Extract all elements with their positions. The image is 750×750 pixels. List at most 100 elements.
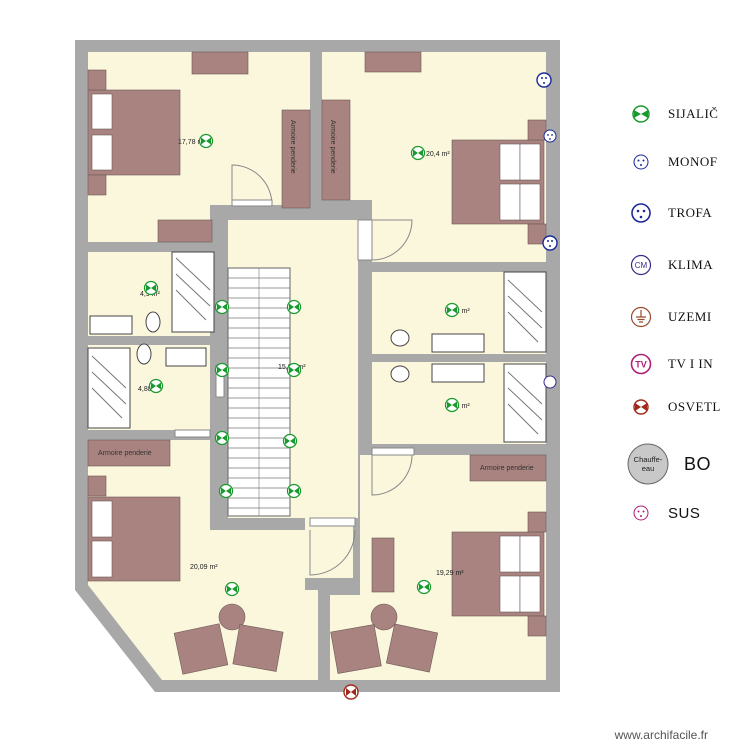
chair-sw-1 [173,623,229,675]
interior-walls [88,40,546,692]
toilet-w-lower [136,343,152,365]
area-bedroom-nw: 17,78 m² [178,139,206,146]
label-wardrobe-v1: Armoire penderie [289,120,296,174]
dresser-nw [191,51,249,75]
bulb-icon [286,299,302,315]
staircase [227,267,291,517]
watermark: www.archifacile.fr [614,728,708,742]
air-conditioning-icon [543,375,557,389]
table-se [370,603,398,631]
wardrobe-v1 [281,109,311,209]
socket-markers [343,72,558,700]
bulb-icon [214,362,230,378]
area-bedroom-ne: 20,4 m² [426,151,450,158]
wardrobe-v2 [321,99,351,201]
tv-icon-text: TV [635,360,647,370]
single-phase-socket-icon [633,154,649,170]
nightstand-sw [87,475,107,497]
bulb-icon [148,378,164,394]
bathroom-fixtures [87,251,547,443]
bulb-icon [214,299,230,315]
nightstand-ne-1 [527,119,547,141]
chair-se-1 [330,624,382,674]
legend-label: UZEMI [668,309,712,324]
svg-text:eau: eau [642,464,655,473]
legend-row-dryer: SUS [630,500,700,526]
wardrobe-sw [87,439,171,467]
bulb-icon [218,483,234,499]
desk-se [371,537,395,593]
floor-hall-bottom [305,518,353,578]
legend-row-monophase: MONOF [630,149,717,175]
shower-e-lower [503,363,547,443]
legend-label: SUS [668,504,701,522]
three-phase-socket-icon [631,203,651,223]
bulb-icon [444,397,460,413]
legend-row-ground: UZEMI [630,304,711,330]
svg-text:Chauffe-: Chauffe- [634,455,663,464]
light-fixture-icon [343,684,359,700]
sink-w-lower [165,347,207,367]
bulb-icon [444,302,460,318]
label-wardrobe-sw: Armoire penderie [98,450,152,457]
legend-label: TV I IN [668,356,714,371]
doors [174,164,415,576]
legend-row-threephase: TROFA [630,200,712,226]
nightstand-se-2 [527,615,547,637]
toilet-e-upper [390,329,410,347]
legend-row-ac: CM KLIMA [630,252,713,278]
nightstand-se-1 [527,511,547,533]
single-phase-socket-icon [543,129,557,143]
bulb-icon [282,433,298,449]
nightstand-ne-2 [527,223,547,245]
legend-label: BO [684,453,712,474]
light-fixture-icon [633,399,649,415]
furniture [87,51,547,675]
bulb-icon [286,483,302,499]
toilet-e-lower [390,365,410,383]
legend-label: KLIMA [668,257,714,272]
legend-label: SIJALIČ [668,106,719,121]
three-phase-socket-icon [536,72,552,88]
bulb-markers [143,133,460,597]
three-phase-socket-icon [542,235,558,251]
bulb-icon [143,280,159,296]
label-wardrobe-se: Armoire penderie [480,465,534,472]
bulb-icon [214,430,230,446]
bulb-icon [224,581,240,597]
sink-e-lower [431,363,485,383]
dresser-ne [364,51,422,73]
ac-icon-text: CM [635,261,648,270]
nightstand-nw-2 [87,174,107,196]
legend-row-tv: TV TV I IN [630,351,713,377]
chair-se-2 [385,623,439,673]
area-bedroom-sw: 20,09 m² [190,564,218,571]
legend-label: MONOF [668,154,718,169]
sink-w-upper [89,315,133,335]
ground-icon [630,306,652,328]
desk-nw [157,219,213,243]
shower-w-upper [171,251,215,333]
nightstand-nw-1 [87,69,107,91]
door-bedroom-sw [309,529,356,576]
legend-row-bulb: SIJALIČ [630,101,718,127]
air-conditioning-icon: CM [630,254,652,276]
toilet-w-upper [145,311,161,333]
bulb-icon [632,105,650,123]
bulb-icon [286,362,302,378]
door-bedroom-nw [231,164,273,206]
legend-label: TROFA [668,205,713,220]
wardrobe-se [469,454,547,482]
legend-row-boiler: Chauffe- eau BO [626,443,711,485]
bulb-icon [416,579,432,595]
furniture-labels: Armoire penderie Armoire penderie Armoir… [98,120,534,472]
table-sw [218,603,246,631]
chair-sw-2 [232,624,284,672]
tv-socket-icon: TV [630,353,652,375]
legend-label: OSVETL [668,399,721,414]
legend-row-fixture: OSVETL [630,394,720,420]
bulb-icon [198,133,214,149]
area-bedroom-se: 19,29 m² [436,570,464,577]
water-heater-icon: Chauffe- eau [627,443,669,485]
